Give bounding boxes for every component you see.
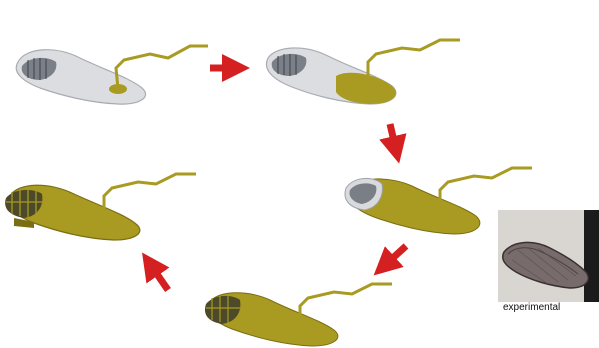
step-2-shoe — [266, 40, 460, 104]
arrow-step-3-to-step-4 — [384, 246, 406, 266]
step-4-shoe — [205, 284, 392, 346]
photo-caption: experimental — [503, 302, 599, 313]
step-5-shoe — [5, 174, 196, 240]
step-1-shoe — [16, 46, 208, 104]
experimental-photo — [498, 210, 599, 302]
arrow-step-2-to-step-3 — [390, 124, 396, 150]
arrow-step-4-to-step-5 — [150, 264, 168, 290]
